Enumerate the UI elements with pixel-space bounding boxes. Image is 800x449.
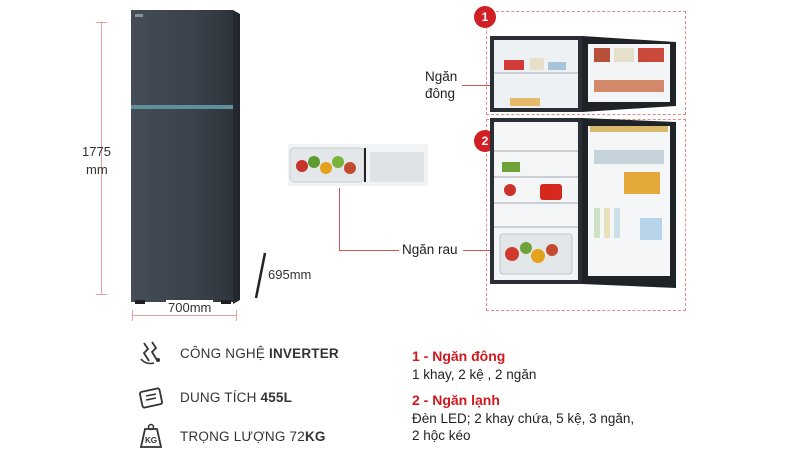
crisper-callout-line-horizontal: [339, 250, 399, 251]
spec-fridge-desc-line2: 2 hộc kéo: [412, 428, 471, 443]
depth-value: 695mm: [268, 267, 312, 282]
fridge-open-image: [490, 36, 676, 288]
inverter-icon: [140, 341, 160, 365]
freezer-label-line1: Ngăn: [425, 69, 458, 84]
crisper-label: Ngăn rau: [402, 242, 458, 257]
height-value: 1775: [82, 144, 111, 159]
spec-freezer-desc: 1 khay, 2 kệ , 2 ngăn: [412, 367, 537, 382]
width-value: 700mm: [166, 300, 214, 315]
feature-capacity: DUNG TÍCH 455L: [136, 383, 292, 411]
height-dimension-line: [101, 22, 102, 294]
feature-inverter: CÔNG NGHỆ INVERTER: [136, 339, 339, 367]
spec-fridge-desc-line1: Đèn LED; 2 khay chứa, 5 kệ, 3 ngăn,: [412, 411, 635, 426]
height-dimension-cap-bottom: [96, 294, 107, 295]
spec-freezer-title: 1 - Ngăn đông: [412, 348, 506, 364]
freezer-number-badge: 1: [474, 6, 496, 28]
weight-icon-text: KG: [145, 436, 157, 445]
feature-capacity-text: DUNG TÍCH 455L: [180, 389, 293, 405]
width-dimension-cap-left: [132, 310, 133, 321]
height-unit: mm: [86, 162, 108, 177]
feature-weight-text: TRỌNG LƯỢNG 72KG: [180, 428, 326, 444]
crisper-callout-line-vertical: [339, 188, 340, 250]
crisper-drawer-image: [288, 144, 428, 186]
weight-icon: KG: [139, 423, 163, 448]
feature-inverter-text: CÔNG NGHỆ INVERTER: [180, 345, 339, 361]
spec-fridge: 2 - Ngăn lạnh Đèn LED; 2 khay chứa, 5 kệ…: [412, 392, 634, 444]
height-dimension-cap-top: [96, 22, 107, 23]
feature-weight: KG TRỌNG LƯỢNG 72KG: [136, 423, 326, 449]
freezer-label-line2: đông: [425, 86, 456, 101]
width-dimension-line: [132, 315, 236, 316]
fridge-closed-image: [131, 10, 267, 304]
crisper-callout-line-right: [463, 250, 503, 251]
capacity-icon: [139, 387, 163, 409]
spec-freezer: 1 - Ngăn đông 1 khay, 2 kệ , 2 ngăn: [412, 348, 536, 383]
width-dimension-cap-right: [236, 310, 237, 321]
freezer-zone-outline: [486, 11, 686, 115]
spec-fridge-title: 2 - Ngăn lạnh: [412, 392, 500, 408]
